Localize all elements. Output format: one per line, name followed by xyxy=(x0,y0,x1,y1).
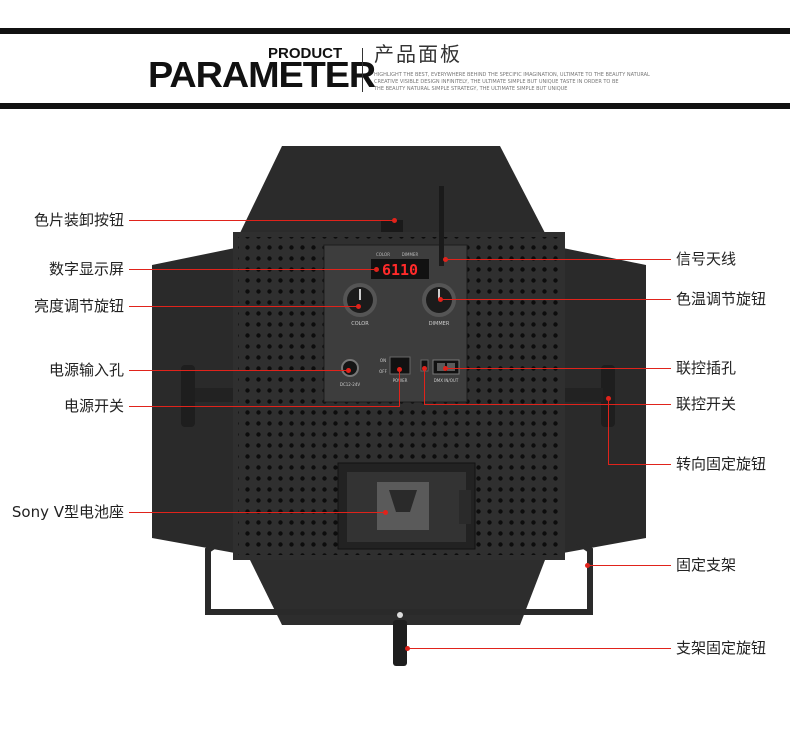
callout-line xyxy=(129,512,385,513)
barndoor-top xyxy=(240,146,545,233)
callout-dot xyxy=(438,297,443,302)
header-title-cn: 产品面板 xyxy=(374,42,462,66)
callout-antenna: 信号天线 xyxy=(676,250,737,268)
callout-line xyxy=(129,370,348,371)
callout-line xyxy=(424,368,425,405)
callout-dot xyxy=(392,218,397,223)
callout-brightness-knob: 亮度调节旋钮 xyxy=(33,297,124,315)
header-title-big: PARAMETER xyxy=(148,54,376,95)
callout-dot xyxy=(346,368,351,373)
callout-dot xyxy=(443,257,448,262)
callout-line xyxy=(587,565,671,566)
callout-dot xyxy=(443,366,448,371)
display-frame xyxy=(371,259,429,279)
header-subtitle: HIGHLIGHT THE BEST, EVERYWHERE BEHIND TH… xyxy=(374,72,654,93)
label-dc-in: DC12-24V xyxy=(340,382,360,387)
callout-dot xyxy=(383,510,388,515)
callout-bracket-knob: 支架固定旋钮 xyxy=(676,639,767,657)
callout-digital-display: 数字显示屏 xyxy=(48,260,124,278)
callout-swivel-knob: 转向固定旋钮 xyxy=(676,455,767,473)
barndoor-bottom xyxy=(250,560,545,625)
label-dimmer: DIMMER xyxy=(429,321,450,327)
header-subtitle-line: THE BEAUTY NATURAL SIMPLE STRATEGY, THE … xyxy=(374,86,568,92)
callout-line xyxy=(129,406,399,407)
header-subtitle-line: HIGHLIGHT THE BEST, EVERYWHERE BEHIND TH… xyxy=(374,72,650,78)
label-color: COLOR xyxy=(351,321,369,327)
callout-line xyxy=(608,464,671,465)
bottom-bracket-knob[interactable] xyxy=(393,620,407,666)
callout-line xyxy=(441,299,671,300)
callout-dot xyxy=(374,267,379,272)
callout-dot xyxy=(397,367,402,372)
callout-line xyxy=(446,259,671,260)
callout-dot xyxy=(405,646,410,651)
header-top-rule xyxy=(0,28,790,34)
callout-line xyxy=(129,269,376,270)
antenna-rod xyxy=(439,186,444,266)
callout-line xyxy=(408,648,671,649)
callout-line xyxy=(129,220,394,221)
left-swivel-knob xyxy=(181,365,195,427)
callout-power-input: 电源输入孔 xyxy=(48,361,124,379)
callout-dot xyxy=(356,304,361,309)
callout-line xyxy=(424,404,671,405)
header-subtitle-line: CREATIVE VISIBLE DESIGN INFINITELY, THE … xyxy=(374,79,619,85)
callout-barndoor-knob: 色片装卸按钮 xyxy=(33,211,124,229)
label-dmx: DMX IN/OUT xyxy=(434,378,459,383)
display-value: 6110 xyxy=(382,261,418,279)
callout-dot xyxy=(422,366,427,371)
barndoor-clip xyxy=(381,220,403,232)
header-bottom-rule xyxy=(0,103,790,109)
callout-power-switch: 电源开关 xyxy=(63,397,124,415)
callout-bracket: 固定支架 xyxy=(676,556,737,574)
label-power: POWER xyxy=(393,378,408,383)
callout-control-port: 联控插孔 xyxy=(676,359,737,377)
header-title-small: PRODUCT xyxy=(268,45,343,62)
callout-line xyxy=(399,370,400,407)
callout-line xyxy=(608,398,609,465)
callout-dot xyxy=(585,563,590,568)
label-dimmer-top: DIMMER xyxy=(402,252,419,257)
label-color-top: COLOR xyxy=(376,252,390,257)
callout-dot xyxy=(606,396,611,401)
callout-line xyxy=(129,306,358,307)
power-switch-body[interactable] xyxy=(389,356,411,375)
callout-battery-mount: Sony V型电池座 xyxy=(11,503,124,521)
callout-color-temp-knob: 色温调节旋钮 xyxy=(676,290,767,308)
bracket-frame xyxy=(205,395,593,615)
label-on: ON xyxy=(380,358,386,363)
callout-line xyxy=(446,368,671,369)
callout-control-switch: 联控开关 xyxy=(676,395,737,413)
header-divider xyxy=(362,48,363,92)
label-off: OFF xyxy=(379,369,387,374)
